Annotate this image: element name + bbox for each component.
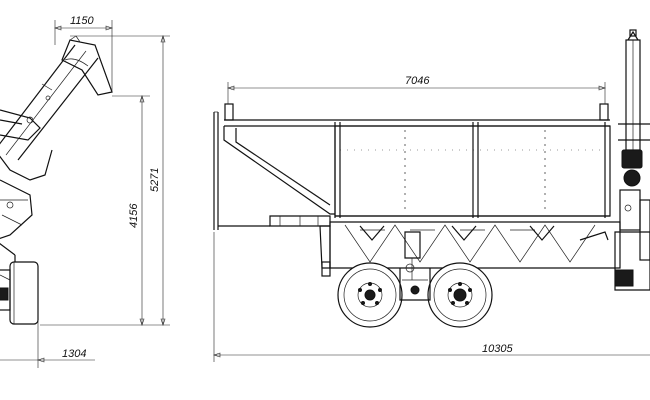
rear-view: 1150 5271 4156 1304 — [0, 15, 170, 368]
dim-rear-width: 1304 — [62, 348, 86, 360]
dim-total-length: 10305 — [482, 343, 513, 355]
rear-dimension-lines — [0, 20, 170, 368]
side-dimension-lines — [213, 82, 650, 362]
rear-wheel — [0, 261, 39, 325]
suspension — [399, 268, 431, 301]
hopper-body — [223, 103, 611, 227]
chassis-frame — [319, 221, 621, 280]
dim-body-length: 7046 — [405, 75, 430, 87]
side-view: 7046 10305 — [213, 29, 650, 362]
front-panel — [213, 111, 270, 230]
rear-body — [0, 149, 53, 262]
dim-total-height: 5271 — [149, 168, 161, 192]
dim-body-height: 4156 — [128, 203, 140, 228]
side-auger — [614, 29, 650, 291]
rear-auger — [0, 35, 113, 161]
front-wheel — [337, 262, 403, 328]
dim-top-offset: 1150 — [70, 15, 95, 27]
rear-wheel-side — [427, 262, 493, 328]
